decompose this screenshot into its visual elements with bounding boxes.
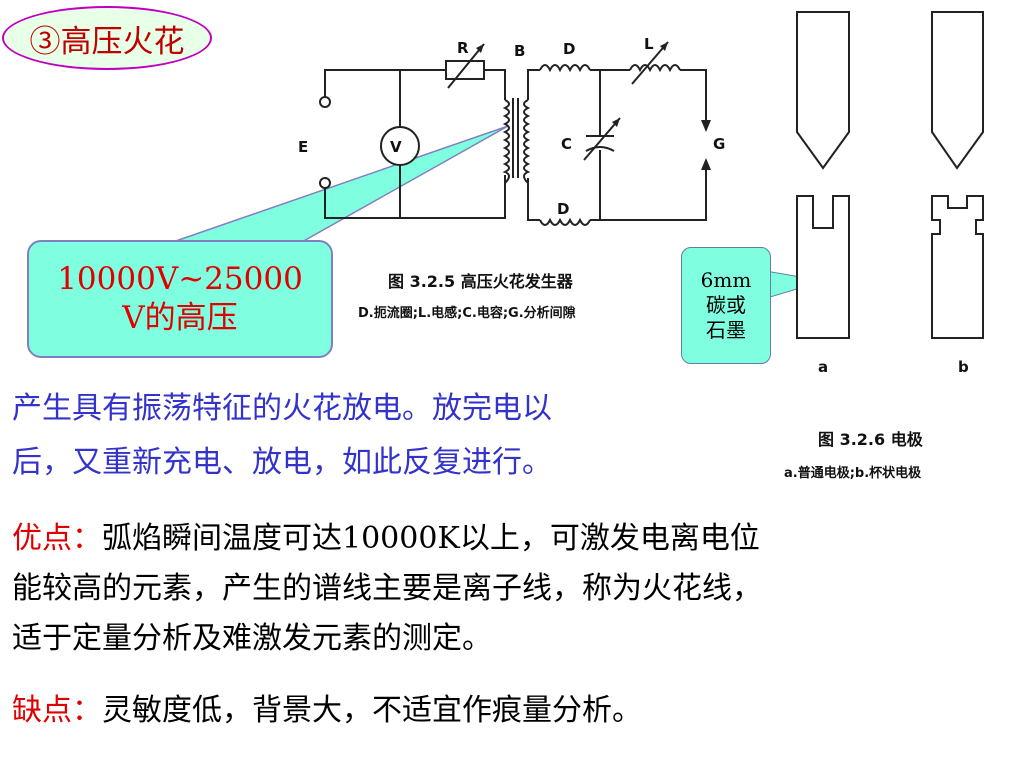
title-oval: ③高压火花 <box>2 6 212 70</box>
terminal-e-top <box>319 96 331 108</box>
disadvantages-line: 缺点：灵敏度低，背景大，不适宜作痕量分析。 <box>12 692 642 730</box>
electrode-b-cup <box>931 195 984 339</box>
variable-arrow-c <box>583 117 621 161</box>
primary-circuit <box>324 69 519 219</box>
electrode-callout-line-1: 6mm <box>700 268 752 292</box>
diagram-canvas: R B D L E V C G D a b <box>169 11 984 376</box>
electrode-a-flat <box>796 195 850 339</box>
advantages-label: 优点： <box>12 521 102 556</box>
label-l: L <box>644 35 654 53</box>
description-line-2: 后，又重新充电、放电，如此反复进行。 <box>12 445 552 480</box>
electrode-label-b: b <box>958 358 969 376</box>
label-r: R <box>457 39 469 57</box>
disadvantages-label: 缺点： <box>12 693 102 728</box>
label-e: E <box>298 138 308 156</box>
electrode-label-a: a <box>818 358 828 376</box>
voltmeter <box>380 126 420 166</box>
description-line-1: 产生具有振荡特征的火花放电。放完电以 <box>12 391 552 426</box>
label-c: C <box>561 135 572 153</box>
voltage-callout-line-2: V的高压 <box>122 300 238 336</box>
electrode-b-pointed <box>931 11 984 170</box>
figure1-title: 图 3.2.5 高压火花发生器 <box>388 272 573 291</box>
figure2-subtitle: a.普通电极;b.杯状电极 <box>784 466 922 481</box>
label-d-top: D <box>563 40 575 58</box>
figure2-title: 图 3.2.6 电极 <box>818 430 923 449</box>
electrode-callout-line-3: 石墨 <box>706 318 746 342</box>
label-b: B <box>514 42 525 60</box>
advantages-line-1: 优点：弧焰瞬间温度可达10000K以上，可激发电离电位 <box>12 520 760 558</box>
advantages-text-1: 弧焰瞬间温度可达10000K以上，可激发电离电位 <box>102 521 760 556</box>
label-g: G <box>713 135 725 153</box>
voltage-callout: 10000V~25000 V的高压 <box>27 240 333 358</box>
secondary-circuit <box>523 64 707 226</box>
voltage-callout-line-1: 10000V~25000 <box>57 261 303 298</box>
label-v: V <box>390 138 402 156</box>
advantages-line-3: 适于定量分析及难激发元素的测定。 <box>12 621 492 656</box>
electrode-a-pointed <box>796 11 850 170</box>
slide-title: ③高压火花 <box>29 23 185 60</box>
figure1-subtitle: D.扼流圈;L.电感;C.电容;G.分析间隙 <box>358 306 576 321</box>
label-d-bottom: D <box>557 200 569 218</box>
spark-gap-bottom <box>701 158 711 170</box>
electrode-callout: 6mm 碳或 石墨 <box>681 247 771 364</box>
resistor-r <box>445 60 485 80</box>
variable-arrow-l <box>631 41 669 85</box>
electrode-callout-line-2: 碳或 <box>706 293 746 317</box>
variable-arrow-r <box>447 43 485 89</box>
voltage-callout-pointer <box>169 125 509 244</box>
terminal-e-bottom <box>319 177 331 189</box>
advantages-line-2: 能较高的元素，产生的谱线主要是离子线，称为火花线， <box>12 571 762 606</box>
spark-gap-top <box>701 120 711 132</box>
disadvantages-text: 灵敏度低，背景大，不适宜作痕量分析。 <box>102 693 642 728</box>
